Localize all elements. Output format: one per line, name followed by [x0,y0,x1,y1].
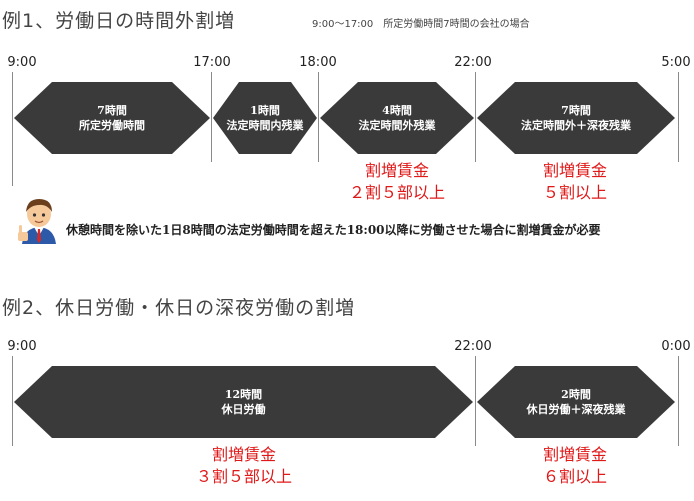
segment-arrow-scheduled-hours: 7時間 所定労働時間 [14,82,210,154]
segment-duration: 7時間 [97,104,127,117]
segment-arrow-holiday-work: 12時間 休日労働 [14,366,473,438]
rate-heading: 割増賃金 [211,445,277,464]
explanation-note: 休憩時間を除いた1日8時間の法定労働時間を超えた18:00以降に労働させた場合に… [66,223,601,237]
segment-label: 休日労働 [221,403,266,416]
segment-label: 休日労働＋深夜残業 [526,403,626,416]
timeline-divider [475,72,476,162]
timeline-divider [211,72,212,162]
premium-rate-50: 割増賃金 ５割以上 [543,160,607,204]
rate-value: ３割５部以上 [195,467,293,486]
rate-value: ５割以上 [542,183,608,202]
segment-duration: 7時間 [561,104,591,117]
example2-title: 例2、休日労働・休日の深夜労働の割増 [2,297,356,319]
rate-heading: 割増賃金 [542,445,608,464]
segment-duration: 12時間 [224,388,263,401]
premium-rate-25: 割増賃金 ２割５部以上 [349,160,445,204]
segment-arrow-legal-within-overtime: 1時間 法定時間内残業 [213,82,317,154]
rate-value: ２割５部以上 [348,183,446,202]
time-label: 18:00 [299,55,337,70]
rate-value: ６割以上 [542,467,608,486]
segment-label: 法定時間外残業 [358,119,436,132]
segment-arrow-holiday-late-night: 2時間 休日労働＋深夜残業 [477,366,675,438]
segment-label: 法定時間内残業 [226,119,304,132]
segment-arrow-overtime-late-night: 7時間 法定時間外＋深夜残業 [477,82,675,154]
example1-title: 例1、労働日の時間外割増 [2,10,236,32]
timeline-divider [678,72,679,162]
rate-heading: 割増賃金 [542,161,608,180]
segment-duration: 4時間 [382,104,412,117]
time-label: 17:00 [193,55,231,70]
time-label: 9:00 [7,55,37,70]
segment-duration: 1時間 [250,104,280,117]
example1-subtitle: 9:00〜17:00 所定労働時間7時間の会社の場合 [312,19,530,30]
segment-label: 法定時間外＋深夜残業 [521,119,631,132]
timeline-divider [475,356,476,446]
timeline-divider [318,72,319,162]
businessman-avatar-icon [16,196,62,244]
time-label: 9:00 [7,339,37,354]
timeline-divider [678,356,679,446]
time-label: 5:00 [661,55,691,70]
premium-rate-35: 割増賃金 ３割５部以上 [196,444,292,488]
timeline-divider [12,72,13,186]
premium-rate-60: 割増賃金 ６割以上 [543,444,607,488]
segment-duration: 2時間 [561,388,591,401]
segment-label: 所定労働時間 [79,119,145,132]
segment-arrow-legal-overtime: 4時間 法定時間外残業 [320,82,474,154]
time-label: 22:00 [454,55,492,70]
timeline-divider [12,356,13,446]
rate-heading: 割増賃金 [364,161,430,180]
time-label: 22:00 [454,339,492,354]
time-label: 0:00 [661,339,691,354]
